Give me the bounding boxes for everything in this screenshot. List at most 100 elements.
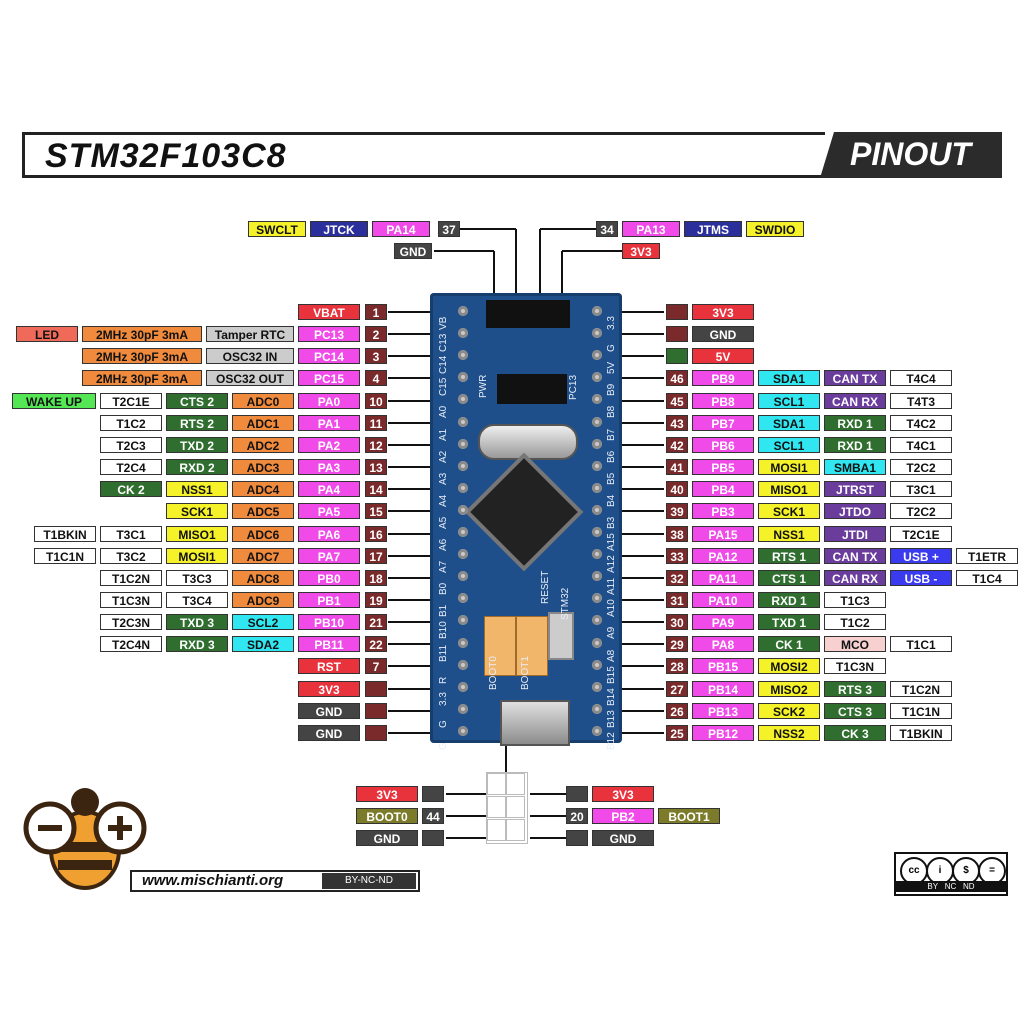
pin-number-right [666, 326, 688, 342]
right-pin-label: T4C4 [890, 370, 952, 386]
board-right-pin-text: B9 [606, 384, 617, 396]
pin-hole [458, 372, 468, 382]
pin-number-right: 43 [666, 415, 688, 431]
boot-cell [506, 819, 525, 841]
pin-number-right: 28 [666, 658, 688, 674]
left-pin-label: PA5 [298, 503, 360, 519]
left-pin-label: PB11 [298, 636, 360, 652]
pin-hole [592, 638, 602, 648]
right-pin-label: T1C2 [824, 614, 886, 630]
right-pin-label: MOSI1 [758, 459, 820, 475]
pin-hole [592, 328, 602, 338]
right-pin-label: PA9 [692, 614, 754, 630]
right-pin-label: PB6 [692, 437, 754, 453]
cc-license-badge: cc i $ = BY NC ND [894, 852, 1008, 896]
pin-hole [458, 704, 468, 714]
left-pin-label: PA3 [298, 459, 360, 475]
left-pin-label: ADC1 [232, 415, 294, 431]
pin-number-right [666, 304, 688, 320]
left-pin-label: SCK1 [166, 503, 228, 519]
left-pin-label: TXD 3 [166, 614, 228, 630]
boot-label-right: 3V3 [592, 786, 654, 802]
left-pin-label: PB1 [298, 592, 360, 608]
board-header-label: STM32 [560, 588, 571, 620]
pin-number-top: 37 [438, 221, 460, 237]
boot-label-right: BOOT1 [658, 808, 720, 824]
boot-label-left: BOOT0 [356, 808, 418, 824]
board-right-pin-text: A9 [606, 627, 617, 639]
left-pin-label: 2MHz 30pF 3mA [82, 370, 202, 386]
right-pin-label: PB13 [692, 703, 754, 719]
pin-hole [458, 571, 468, 581]
right-pin-label: MISO2 [758, 681, 820, 697]
board-header-label: BOOT1 [520, 656, 531, 690]
board-left-pin-text: A6 [438, 539, 449, 551]
pin-number-left: 16 [365, 526, 387, 542]
right-pin-label: JTRST [824, 481, 886, 497]
license-by: BY [927, 882, 938, 891]
right-pin-label: CK 3 [824, 725, 886, 741]
right-pin-label: PB7 [692, 415, 754, 431]
swd-header [486, 300, 570, 328]
boot-label-left: 3V3 [356, 786, 418, 802]
pin-hole [458, 593, 468, 603]
left-pin-label: CTS 2 [166, 393, 228, 409]
left-pin-label: RST [298, 658, 360, 674]
board-header-label: PWR [478, 375, 489, 398]
boot-number-right: 20 [566, 808, 588, 824]
board-right-pin-text: B8 [606, 406, 617, 418]
left-pin-label: PC14 [298, 348, 360, 364]
pin-hole [458, 417, 468, 427]
right-pin-label: RXD 1 [824, 437, 886, 453]
board-left-pin-text: A3 [438, 473, 449, 485]
left-pin-label: PB0 [298, 570, 360, 586]
pin-hole [458, 726, 468, 736]
license-caption: BY NC ND [896, 881, 1006, 892]
right-pin-label: CTS 1 [758, 570, 820, 586]
left-pin-label: WAKE UP [12, 393, 96, 409]
pin-number-left: 12 [365, 437, 387, 453]
board-right-pin-text: B4 [606, 495, 617, 507]
left-pin-label: NSS1 [166, 481, 228, 497]
pin-number-left: 18 [365, 570, 387, 586]
left-pin-label: SDA2 [232, 636, 294, 652]
board-right-pin-text: B13 [606, 710, 617, 728]
right-pin-label: NSS1 [758, 526, 820, 542]
right-pin-label: PA8 [692, 636, 754, 652]
board-left-pin-text: A5 [438, 517, 449, 529]
board-left-pin-text: B11 [438, 645, 449, 662]
board-right-pin-text: A10 [606, 599, 617, 617]
board-left-pin-text: VB [438, 317, 449, 330]
left-pin-label: GND [298, 703, 360, 719]
board-right-pin-text: B7 [606, 429, 617, 441]
boot-cell [487, 796, 506, 818]
pin-number-right: 31 [666, 592, 688, 608]
right-pin-label: PB4 [692, 481, 754, 497]
board-left-pin-text: A1 [438, 429, 449, 441]
pin-number-left: 2 [365, 326, 387, 342]
left-pin-label: T3C4 [166, 592, 228, 608]
board-left-pin-text: A2 [438, 451, 449, 463]
left-pin-label: T1C2N [100, 570, 162, 586]
pin-hole [592, 372, 602, 382]
right-pin-label: T1C2N [890, 681, 952, 697]
right-pin-label: T1C3 [824, 592, 886, 608]
pin-number-right: 26 [666, 703, 688, 719]
left-pin-label: T2C1E [100, 393, 162, 409]
boot-number-right [566, 786, 588, 802]
right-pin-label: PB15 [692, 658, 754, 674]
left-pin-label: PA4 [298, 481, 360, 497]
pin-hole [592, 593, 602, 603]
boot-cell [506, 796, 525, 818]
board-right-pin-text: 5V [606, 362, 617, 374]
pin-hole [458, 638, 468, 648]
left-pin-label: T2C4N [100, 636, 162, 652]
board-left-pin-text: R [438, 677, 449, 684]
right-pin-label: RTS 1 [758, 548, 820, 564]
pin-hole [592, 461, 602, 471]
board-left-pin-text: B10 [438, 621, 449, 639]
right-pin-label: JTDO [824, 503, 886, 519]
right-pin-label: T2C2 [890, 459, 952, 475]
pin-number-right: 42 [666, 437, 688, 453]
pin-number-left: 15 [365, 503, 387, 519]
